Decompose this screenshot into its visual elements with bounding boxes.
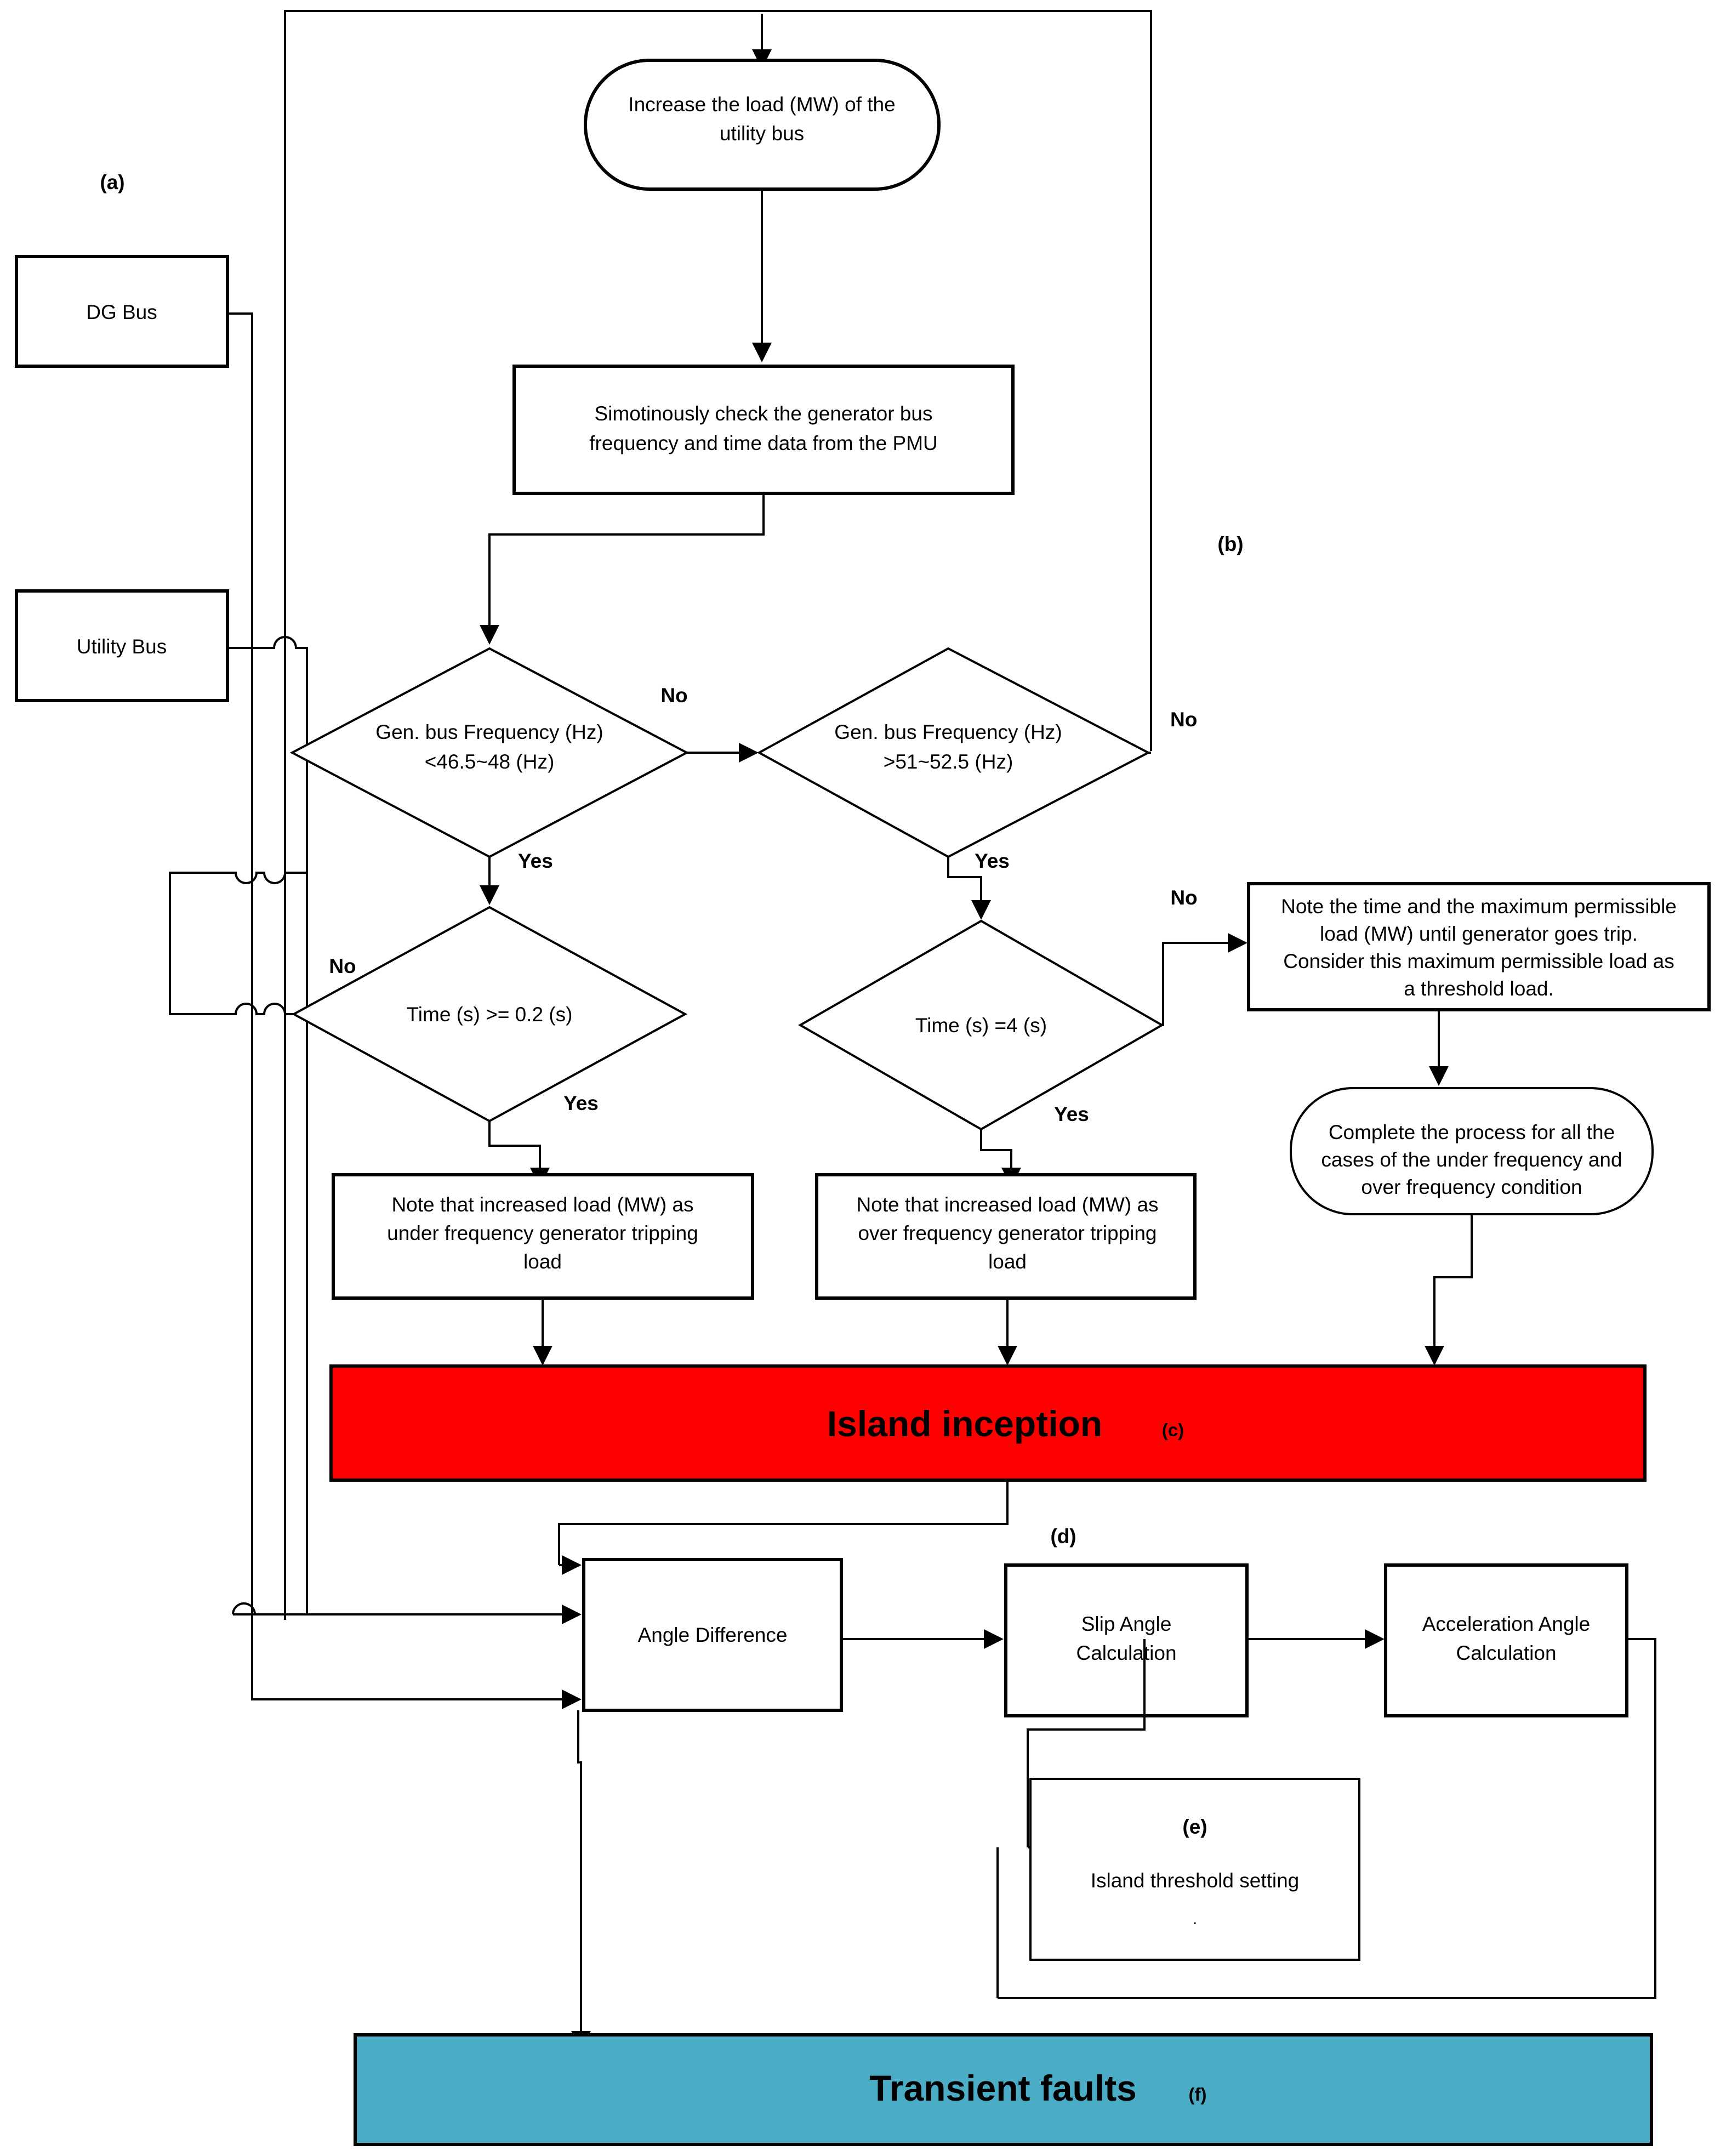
edge-to-transient-faults [571,1710,591,2051]
node-island-threshold[interactable] [1029,1778,1360,1961]
node-utility-bus[interactable] [15,589,229,702]
edge-acceleration-to-bottom-rail [998,1638,1656,1999]
node-utility-bus-label: Utility Bus [77,635,167,658]
panel-label-f: (f) [1189,2084,1207,2104]
panel-label-a: (a) [100,171,124,194]
edge-label-freq-under-no: No [660,684,687,707]
node-freq-over-line1: Gen. bus Frequency (Hz) [834,721,1062,743]
node-note-over-load-line1: Note that increased load (MW) as [856,1193,1158,1216]
node-acceleration-angle-line1: Acceleration Angle [1422,1613,1590,1635]
node-time-over-line1: Time (s) =4 (s) [915,1014,1047,1037]
node-time-under-line1: Time (s) >= 0.2 (s) [407,1003,573,1026]
node-check-pmu[interactable] [512,365,1015,495]
node-note-under-load-line1: Note that increased load (MW) as [391,1193,693,1216]
node-island-inception[interactable] [329,1364,1647,1482]
node-check-pmu-line2: frequency and time data from the PMU [589,432,937,454]
edge-slip-branch-down [1027,1639,1146,1847]
panel-label-d: (d) [1050,1525,1076,1548]
node-slip-angle-line2: Calculation [1076,1642,1176,1664]
node-note-under-load-line2: under frequency generator tripping [387,1222,698,1244]
node-dg-bus[interactable] [15,255,229,368]
node-freq-under-line2: <46.5~48 (Hz) [425,750,555,773]
edge-check-pmu-to-freq-under [480,493,765,645]
node-note-over-load-line2: over frequency generator tripping [858,1222,1157,1244]
node-note-threshold-line1: Note the time and the maximum permissibl… [1281,895,1677,918]
node-island-inception-label: Island inception [827,1403,1102,1444]
node-note-threshold[interactable] [1247,882,1711,1011]
node-note-threshold-line3: Consider this maximum permissible load a… [1283,950,1674,972]
edge-label-freq-over-yes: Yes [975,850,1010,872]
edge-label-freq-under-yes: Yes [518,850,553,872]
edge-time-over-yes-to-note-over [980,1129,1021,1187]
node-complete-process-line2: cases of the under frequency and [1321,1148,1622,1171]
edge-utility-bus-hop [227,636,308,1615]
node-slip-angle[interactable] [1004,1563,1249,1717]
edge-time-under-yes-to-note-under [488,1121,550,1187]
node-check-pmu-line1: Simotinously check the generator bus [594,402,932,425]
edge-complete-process-to-island-inception [1425,1214,1473,1366]
edge-label-time-over-no: No [1170,886,1197,909]
node-transient-faults[interactable] [354,2033,1653,2146]
node-note-threshold-line2: load (MW) until generator goes trip. [1320,923,1638,945]
node-island-threshold-dot: . [1193,1910,1197,1928]
panel-label-c: (c) [1162,1420,1184,1440]
node-transient-faults-label: Transient faults [869,2068,1137,2108]
edge-label-time-under-yes: Yes [563,1092,599,1114]
panel-label-b: (b) [1217,533,1243,555]
node-angle-difference[interactable] [582,1558,843,1712]
edge-island-inception-down [558,1480,1009,1565]
edge-time-under-no-feedback [169,839,308,1015]
edge-label-time-under-no: No [329,955,356,977]
node-acceleration-angle[interactable] [1384,1563,1628,1717]
node-acceleration-angle-line2: Calculation [1456,1642,1556,1664]
node-island-threshold-label: Island threshold setting [1091,1869,1300,1892]
node-complete-process-line1: Complete the process for all the [1329,1121,1615,1144]
node-note-over-load[interactable] [815,1173,1197,1300]
edge-freq-over-yes-to-time-over [947,857,991,920]
node-dg-bus-label: DG Bus [86,301,157,323]
edge-label-freq-over-no: No [1170,708,1197,731]
node-freq-under-line1: Gen. bus Frequency (Hz) [375,721,603,743]
node-slip-angle-line1: Slip Angle [1081,1613,1172,1635]
panel-label-e: (e) [1182,1816,1207,1838]
edge-time-over-no-to-note-threshold [1162,933,1247,1026]
edge-outer-top-loop [284,10,1152,1620]
node-note-over-load-line3: load [988,1250,1027,1273]
node-complete-process-line3: over frequency condition [1361,1176,1582,1198]
edge-label-time-over-yes: Yes [1054,1103,1089,1125]
node-freq-over-line2: >51~52.5 (Hz) [884,750,1013,773]
node-note-threshold-line4: a threshold load. [1404,977,1554,1000]
node-angle-difference-label: Angle Difference [638,1624,788,1646]
node-increase-load-line2: utility bus [720,122,804,145]
node-note-under-load-line3: load [523,1250,562,1273]
node-increase-load-line1: Increase the load (MW) of the [628,93,895,116]
